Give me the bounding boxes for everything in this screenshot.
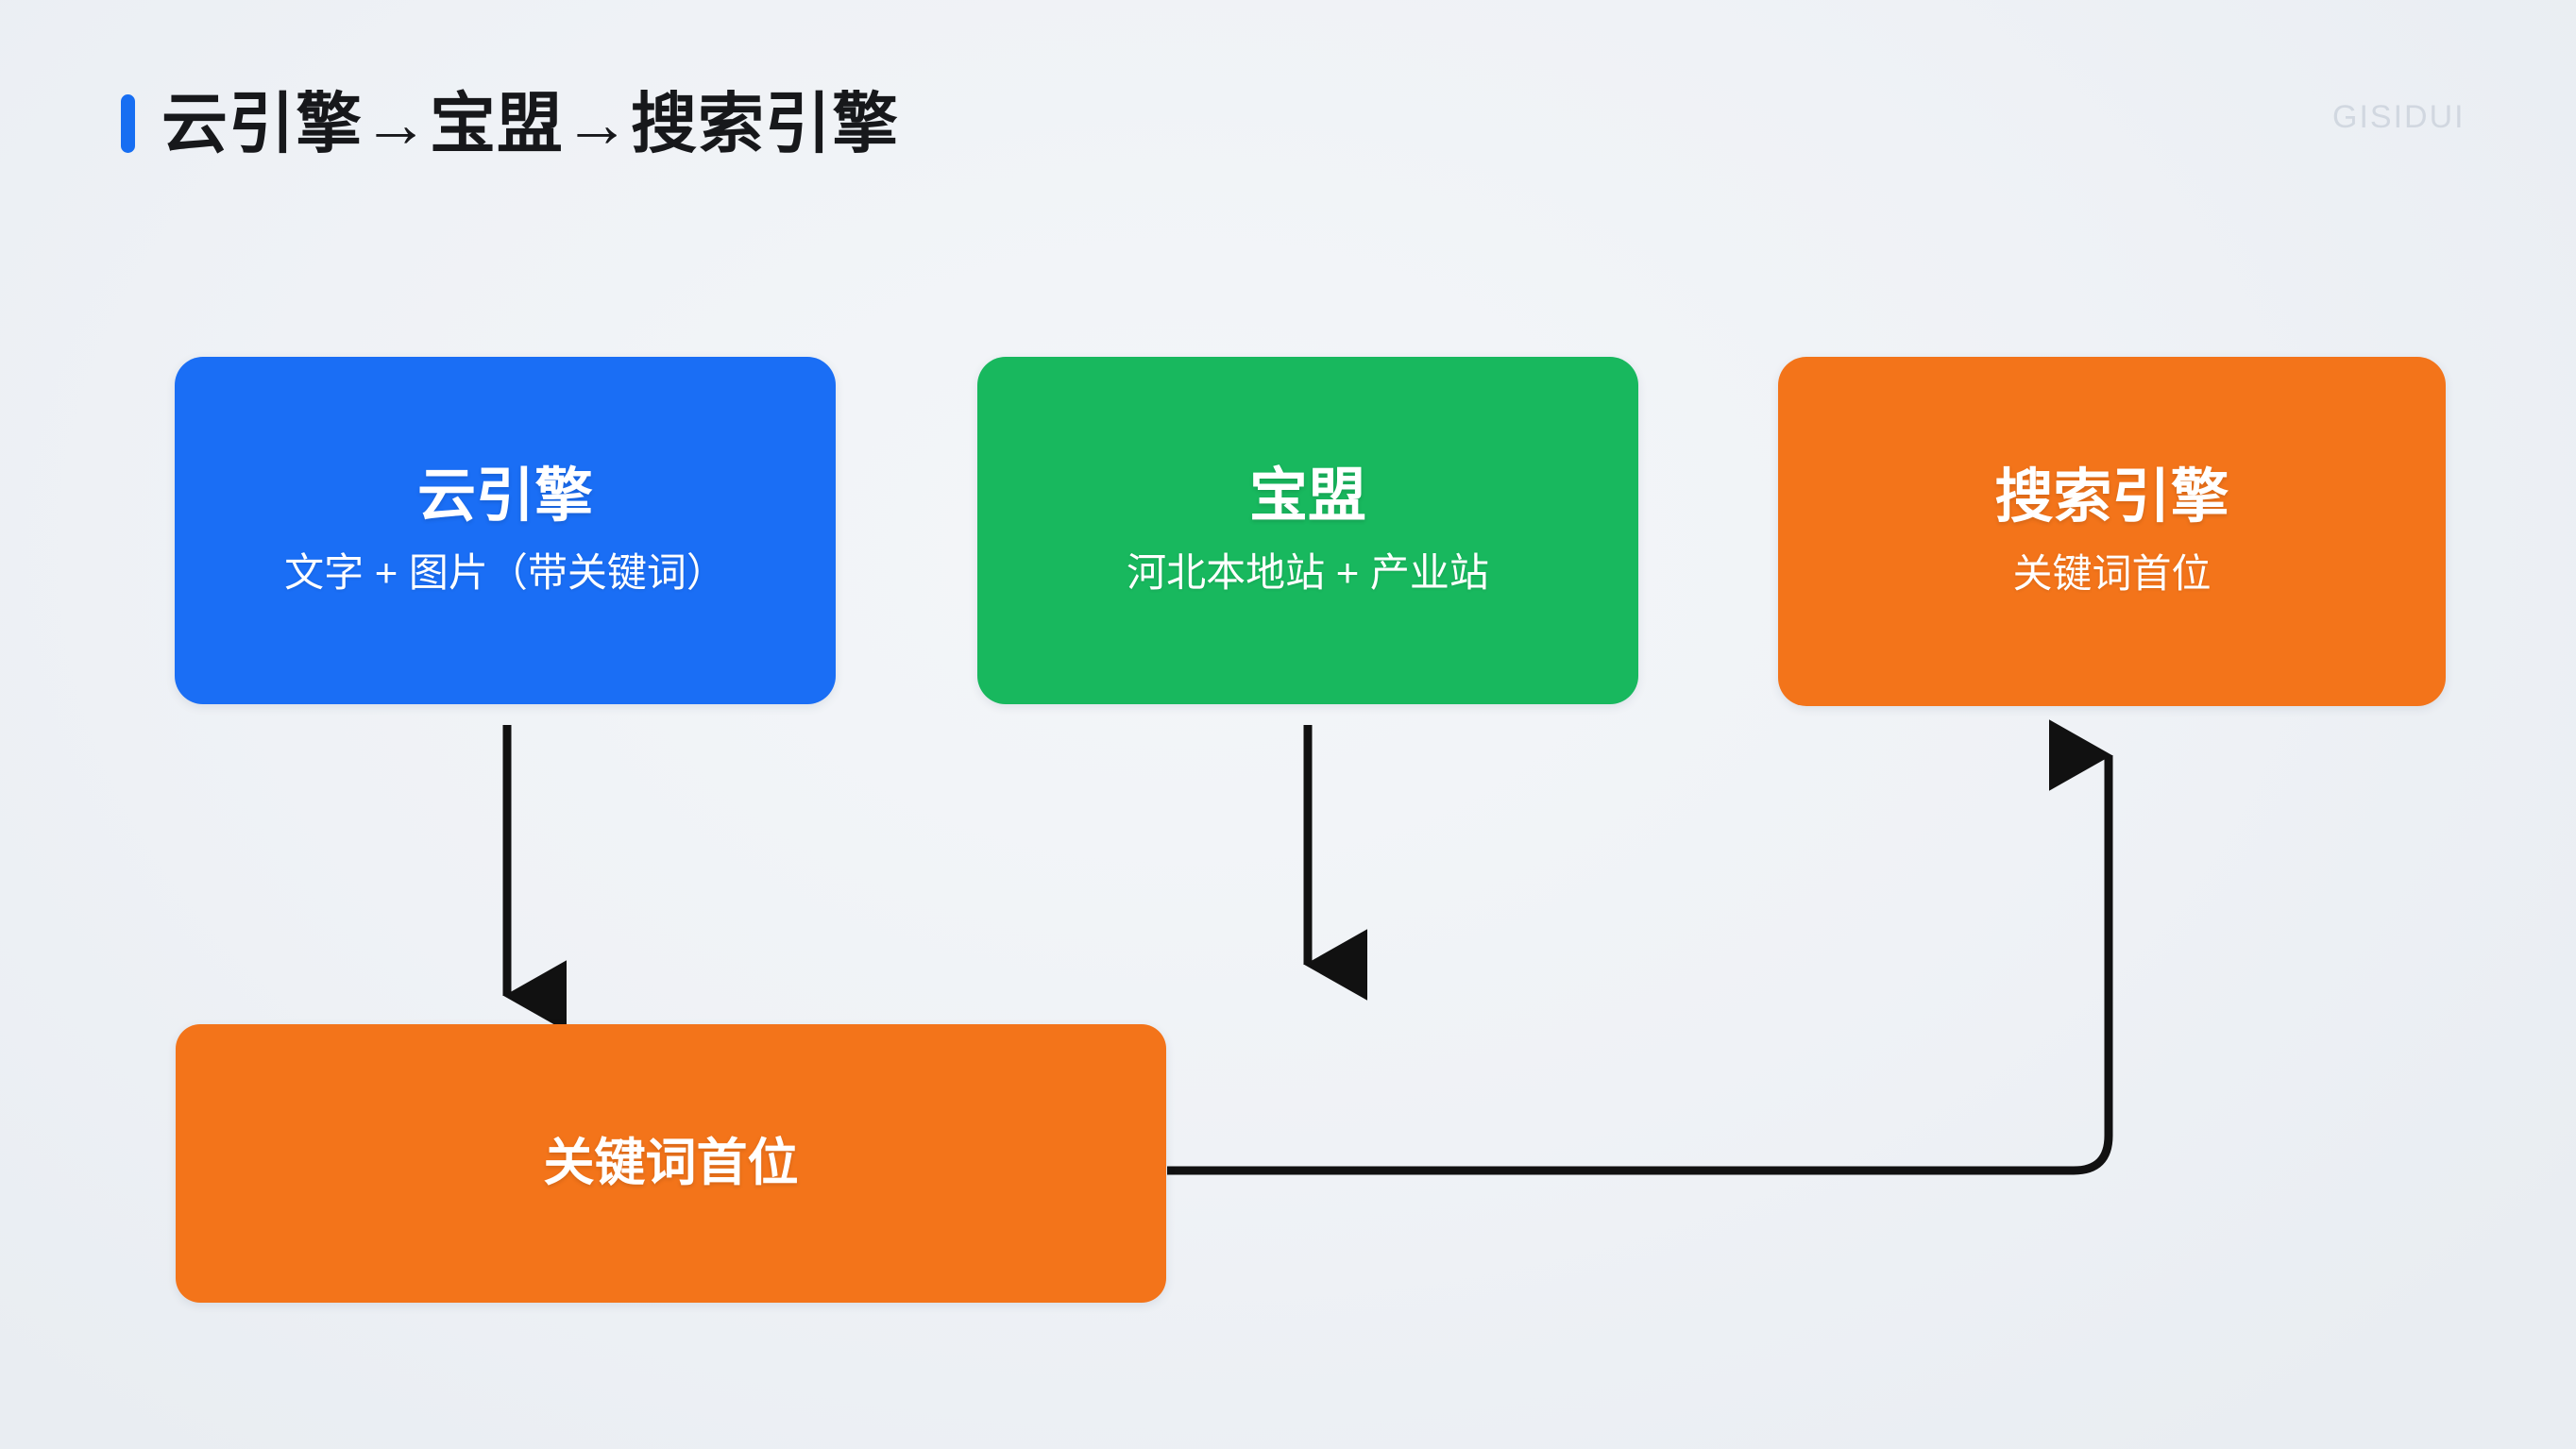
node-cloud-engine-subtitle: 文字 + 图片（带关键词） xyxy=(284,549,726,595)
node-alliance[interactable]: 宝盟 河北本地站 + 产业站 xyxy=(977,357,1638,704)
node-cloud-engine[interactable]: 云引擎 文字 + 图片（带关键词） xyxy=(175,357,836,704)
node-keyword-top-title: 关键词首位 xyxy=(543,1134,799,1191)
node-search-engine-title: 搜索引擎 xyxy=(1994,463,2229,530)
node-alliance-subtitle: 河北本地站 + 产业站 xyxy=(1127,549,1489,595)
watermark-label: GISIDUI xyxy=(2332,99,2466,135)
node-search-engine[interactable]: 搜索引擎 关键词首位 xyxy=(1778,357,2446,706)
node-keyword-top[interactable]: 关键词首位 xyxy=(176,1024,1166,1303)
node-cloud-engine-title: 云引擎 xyxy=(416,463,593,529)
node-alliance-title: 宝盟 xyxy=(1248,463,1366,529)
connector-keyword-to-search xyxy=(1167,719,2113,1175)
page-title: 云引擎→宝盟→搜索引擎 xyxy=(121,91,899,157)
title-accent-bar xyxy=(121,94,135,153)
page-title-text: 云引擎→宝盟→搜索引擎 xyxy=(161,87,899,160)
node-search-engine-subtitle: 关键词首位 xyxy=(2012,550,2212,596)
